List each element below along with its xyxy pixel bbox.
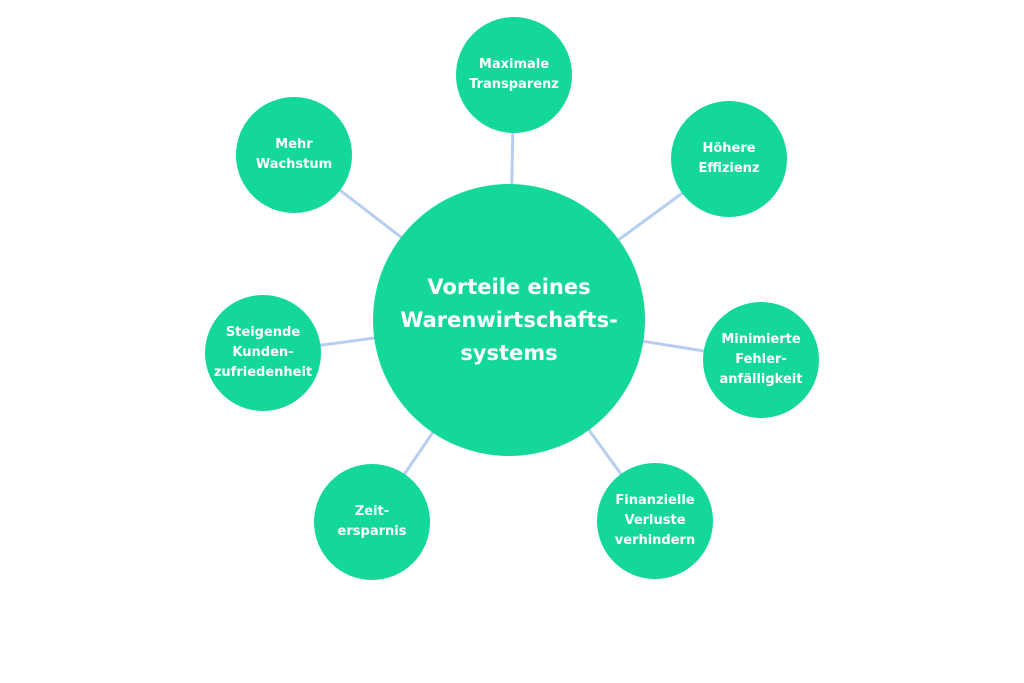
center-node: Vorteile eines Warenwirtschafts- systems <box>373 184 645 456</box>
node-label-line: verhindern <box>614 533 696 548</box>
node-label-line: Steigende <box>225 325 301 340</box>
node-label-line: ersparnis <box>337 524 407 539</box>
node-label-line: Effizienz <box>698 161 760 176</box>
node-minimierte-fehleranfaelligkeit: Minimierte Fehler- anfälligkeit <box>703 302 819 418</box>
node-label-line: Mehr <box>275 137 313 152</box>
node-label-line: Wachstum <box>255 157 333 172</box>
center-line: systems <box>460 340 558 365</box>
node-maximale-transparenz: Maximale Transparenz <box>456 17 572 133</box>
node-label-line: Minimierte <box>721 332 801 347</box>
node-label-line: anfälligkeit <box>719 372 803 387</box>
node-hoehere-effizienz: Höhere Effizienz <box>671 101 787 217</box>
node-mehr-wachstum: Mehr Wachstum <box>236 97 352 213</box>
node-steigende-kundenzufriedenheit: Steigende Kunden- zufriedenheit <box>205 295 321 411</box>
node-label-line: Verluste <box>624 513 686 528</box>
node-finanzielle-verluste-verhindern: Finanzielle Verluste verhindern <box>597 463 713 579</box>
node-zeitersparnis: Zeit- ersparnis <box>314 464 430 580</box>
node-label-line: Kunden- <box>232 345 294 360</box>
center-line: Warenwirtschafts- <box>400 307 618 332</box>
node-label-line: Finanzielle <box>615 493 695 508</box>
node-label-line: Zeit- <box>354 504 390 519</box>
node-label-line: zufriedenheit <box>213 365 313 380</box>
node-label-line: Höhere <box>702 141 756 156</box>
node-label-line: Fehler- <box>735 352 787 367</box>
center-line: Vorteile eines <box>427 274 591 299</box>
node-label-line: Maximale <box>478 57 550 72</box>
node-label-line: Transparenz <box>469 77 559 92</box>
